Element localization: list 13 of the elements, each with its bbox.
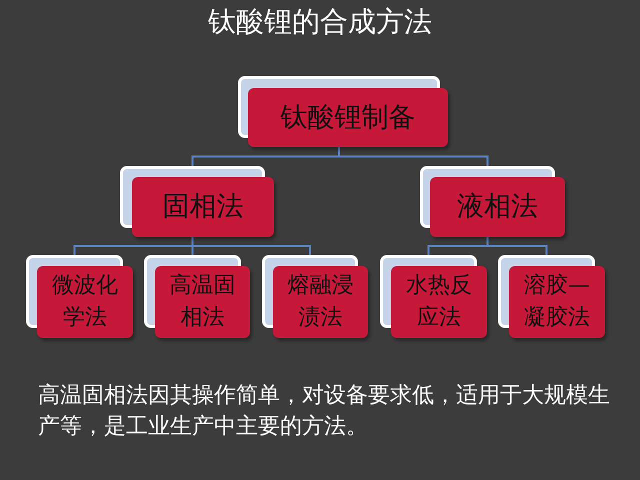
method-box: 水热反应法 [391,266,487,338]
method-box: 熔融浸渍法 [273,266,368,338]
method-box: 溶胶—凝胶法 [509,266,605,338]
title: 钛酸锂的合成方法 [207,4,433,40]
method-box: 钛酸锂制备 [248,88,448,147]
method-box: 微波化学法 [37,266,133,338]
method-box: 高温固相法 [155,266,250,338]
connector-line [486,237,548,255]
caption: 高温固相法因其操作简单，对设备要求低，适用于大规模生产等，是工业生产中主要的方法。 [38,382,611,441]
connector-line [192,237,311,255]
connector-line [338,147,488,166]
method-box: 液相法 [430,177,565,237]
method-box: 固相法 [132,177,274,237]
